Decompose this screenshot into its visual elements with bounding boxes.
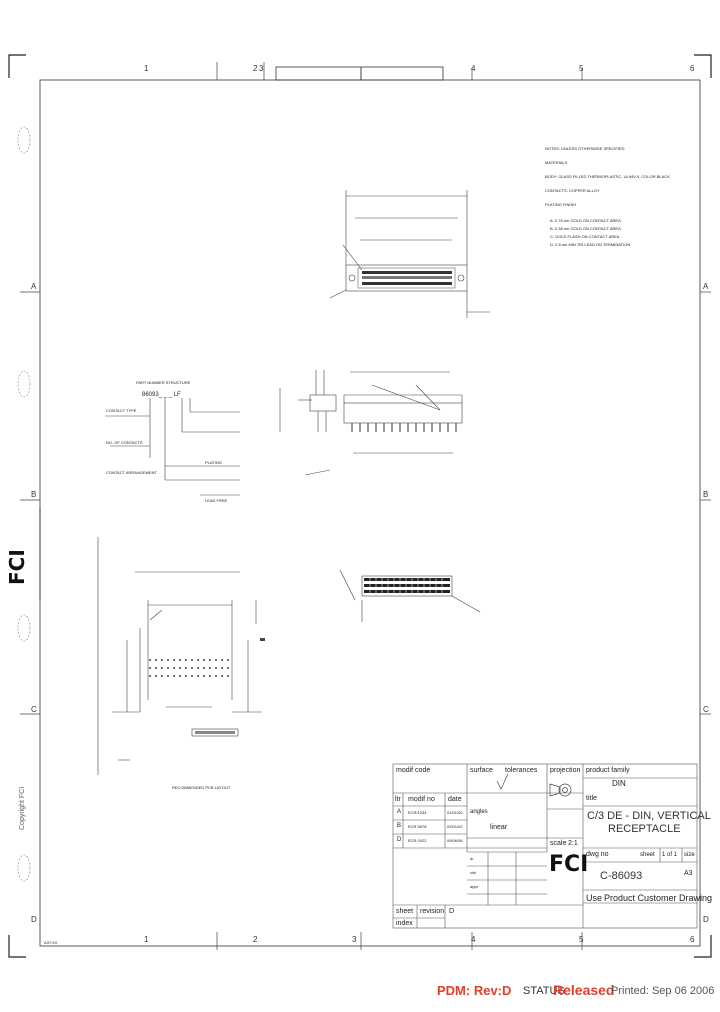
tb-revision-label: revision bbox=[420, 908, 445, 915]
part-number-code: 86093_ _ _ LF bbox=[142, 392, 181, 398]
tb-size-label: size bbox=[684, 852, 695, 858]
footer-pdm-revision: PDM: Rev:D bbox=[437, 983, 512, 998]
tb-rev-ltr: B bbox=[397, 823, 402, 829]
tb-modif-no-label: modif no bbox=[408, 796, 435, 803]
part-number-label: NO. OF CONTACTS bbox=[106, 440, 143, 445]
tb-title-label: title bbox=[586, 795, 597, 802]
tb-projection-label: projection bbox=[550, 767, 581, 774]
tb-use-label: Use bbox=[586, 893, 603, 903]
copyright-text: Copyright FCI bbox=[19, 786, 26, 830]
tb-scale-label: scale bbox=[550, 840, 567, 847]
zone-right-c: C bbox=[703, 705, 709, 714]
notes-heading: NOTES: UNLESS OTHERWISE SPECIFIED bbox=[545, 146, 625, 151]
zone-bottom-3: 3 bbox=[352, 935, 357, 944]
tb-rev-date: 01/01/00 bbox=[447, 810, 463, 815]
zone-top-1: 1 bbox=[144, 64, 149, 73]
sheet-corner-text: A3T.XX bbox=[44, 940, 58, 945]
zone-top-2: 2 bbox=[253, 64, 258, 73]
part-number-label: LEAD FREE bbox=[205, 498, 228, 503]
tb-tolerances-label: tolerances bbox=[505, 767, 538, 774]
recommended-pcb-caption: RECOMMENDED PCB LAYOUT bbox=[172, 785, 231, 790]
tb-title-line1: C/3 DE - DIN, VERTICAL bbox=[587, 810, 711, 822]
tb-revision-value: D bbox=[449, 908, 455, 915]
tb-rev-no: ECR 0022 bbox=[408, 838, 427, 843]
zone-top-5: 5 bbox=[579, 64, 584, 73]
zone-bottom-6: 6 bbox=[690, 935, 695, 944]
notes-line: B: 0.38 um GOLD ON CONTACT AREA bbox=[550, 226, 621, 231]
zone-right-d: D bbox=[703, 915, 709, 924]
zone-right-a: A bbox=[703, 282, 709, 291]
tb-sheet-value: 1 of 1 bbox=[662, 852, 678, 858]
tb-rev-ltr: D bbox=[397, 837, 402, 843]
tb-linear-label: linear bbox=[490, 824, 508, 831]
notes-line: BODY: GLASS FILLED THERMOPLASTIC, UL94V-… bbox=[545, 174, 670, 179]
part-number-label: CONTACT TYPE bbox=[106, 408, 137, 413]
tb-sheet-index-label2: index bbox=[396, 920, 413, 927]
tb-rev-no: ECR 5678 bbox=[408, 824, 427, 829]
footer-status-label: STATUS bbox=[523, 985, 565, 997]
tb-fci-logo: FCI bbox=[549, 852, 589, 877]
notes-line: C: GOLD FLASH ON CONTACT AREA bbox=[550, 234, 620, 239]
part-number-label: CONTACT ARRANGEMENT bbox=[106, 470, 157, 475]
tb-use-value: Product Customer Drawing bbox=[604, 893, 713, 903]
notes-line: PLATING FINISH bbox=[545, 202, 577, 207]
tb-surface-label: surface bbox=[470, 767, 493, 774]
zone-left-a: A bbox=[31, 282, 37, 291]
tb-modif-code-label: modif code bbox=[396, 767, 431, 774]
tb-date-label: date bbox=[448, 796, 462, 803]
tb-dwg-no-label: dwg no bbox=[586, 851, 609, 858]
part-number-label: PLATING bbox=[205, 460, 222, 465]
tb-appr-label: appr bbox=[470, 884, 479, 889]
footer-printed-date: Printed: Sep 06 2006 bbox=[611, 985, 715, 997]
part-number-heading: PART NUMBER STRUCTURE bbox=[136, 380, 191, 385]
tb-chk-label: chk bbox=[470, 870, 477, 875]
tb-rev-date: 09/06/06 bbox=[447, 838, 463, 843]
tb-rev-ltr: A bbox=[397, 809, 402, 815]
notes-line: D: 2.5 um MIN TIN LEAD ON TERMINATION bbox=[550, 242, 631, 247]
zone-top-3: 3 bbox=[259, 64, 264, 73]
zone-bottom-2: 2 bbox=[253, 935, 258, 944]
tb-scale-value: 2:1 bbox=[568, 840, 578, 847]
tb-size-value: A3 bbox=[684, 870, 693, 877]
zone-top-4: 4 bbox=[471, 64, 476, 73]
zone-right-b: B bbox=[703, 490, 709, 499]
tb-product-family-value: DIN bbox=[612, 779, 626, 788]
zone-bottom-1: 1 bbox=[144, 935, 149, 944]
tb-product-family-label: product family bbox=[586, 767, 630, 774]
zone-bottom-4: 4 bbox=[471, 935, 476, 944]
tb-rev-date: 02/01/02 bbox=[447, 824, 463, 829]
side-fci-logo: FCI bbox=[5, 549, 29, 585]
notes-line: CONTACTS: COPPER ALLOY bbox=[545, 188, 600, 193]
tb-title-line2: RECEPTACLE bbox=[608, 823, 681, 835]
zone-left-d: D bbox=[31, 915, 37, 924]
footer-status-value: Released bbox=[553, 982, 615, 998]
notes-line: MATERIALS bbox=[545, 160, 568, 165]
tb-dr-label: dr bbox=[470, 856, 474, 861]
notes-line: A: 0.76 um GOLD ON CONTACT AREA bbox=[550, 218, 621, 223]
zone-bottom-5: 5 bbox=[579, 935, 584, 944]
tb-rev-no: ECR/1234 bbox=[408, 810, 427, 815]
zone-left-b: B bbox=[31, 490, 37, 499]
zone-top-6: 6 bbox=[690, 64, 695, 73]
tb-angles-label: angles bbox=[470, 809, 488, 815]
tb-sheet-index-label: sheet bbox=[396, 908, 414, 915]
zone-left-c: C bbox=[31, 705, 37, 714]
tb-sheet-label: sheet bbox=[640, 852, 655, 858]
tb-dwg-no-value: C-86093 bbox=[600, 870, 643, 882]
tb-ltr-label: ltr bbox=[395, 796, 401, 803]
